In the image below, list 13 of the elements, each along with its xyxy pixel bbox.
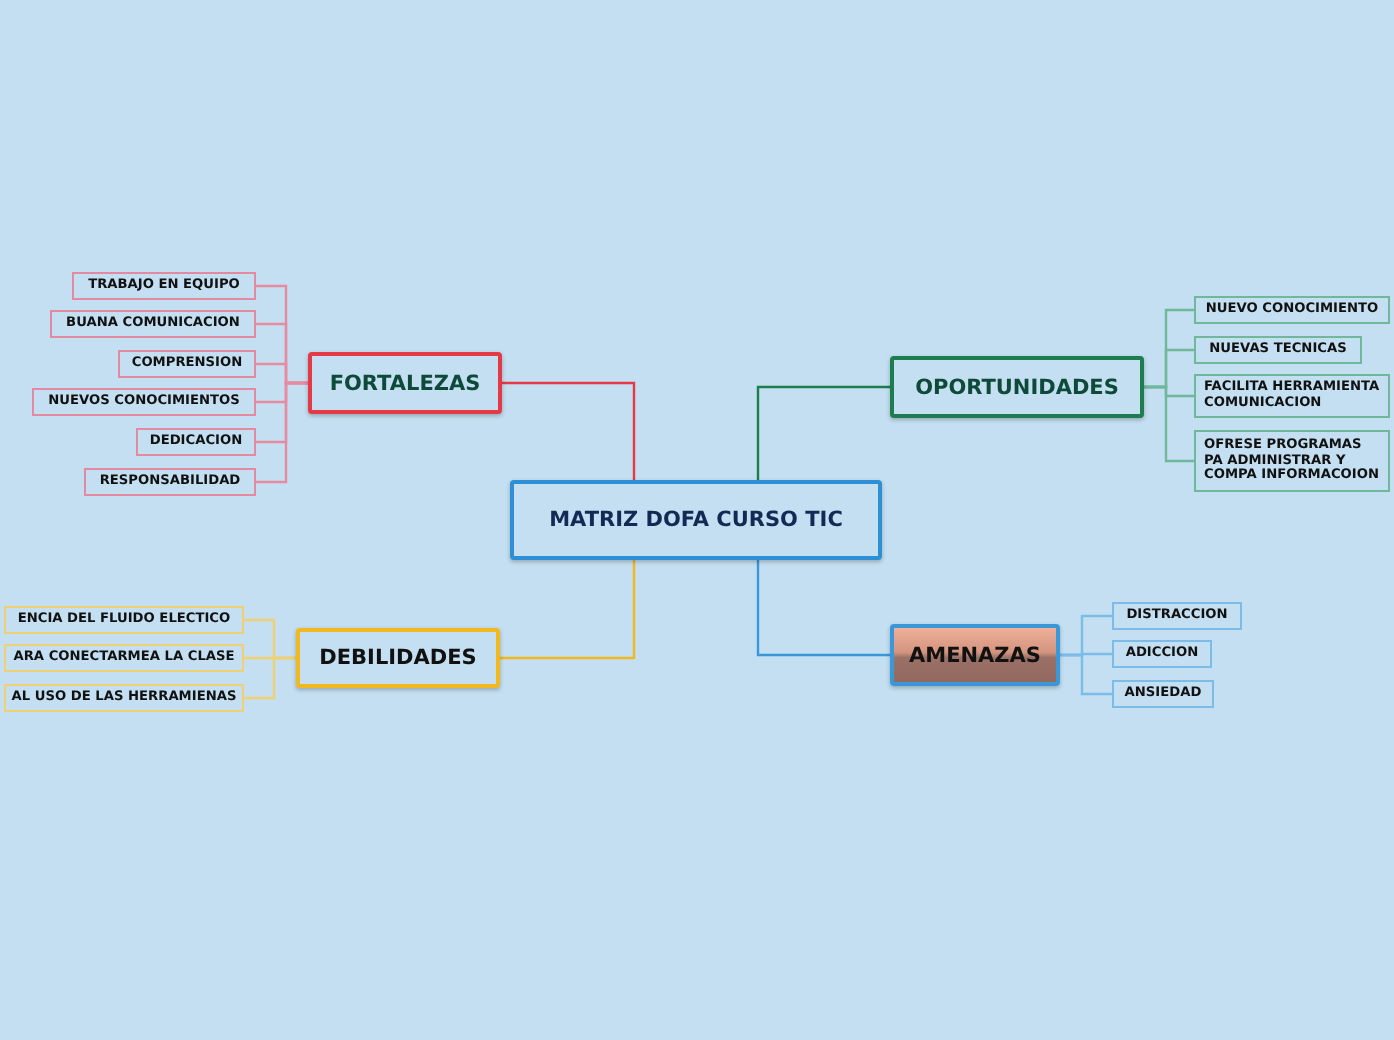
connector-line: [502, 381, 636, 480]
connector-line: [756, 385, 890, 480]
connector-line: [244, 656, 296, 700]
central-topic: MATRIZ DOFA CURSO TIC: [510, 480, 882, 560]
connector-line: [1144, 385, 1194, 463]
main-topic: FORTALEZAS: [308, 352, 502, 414]
main-topic: DEBILIDADES: [296, 628, 500, 688]
main-topic: AMENAZAS: [890, 624, 1060, 686]
connector-line: [256, 381, 308, 484]
connector-line: [500, 560, 636, 660]
main-topic: OPORTUNIDADES: [890, 356, 1144, 418]
connector-line: [756, 560, 890, 657]
connector-line: [1060, 653, 1112, 696]
